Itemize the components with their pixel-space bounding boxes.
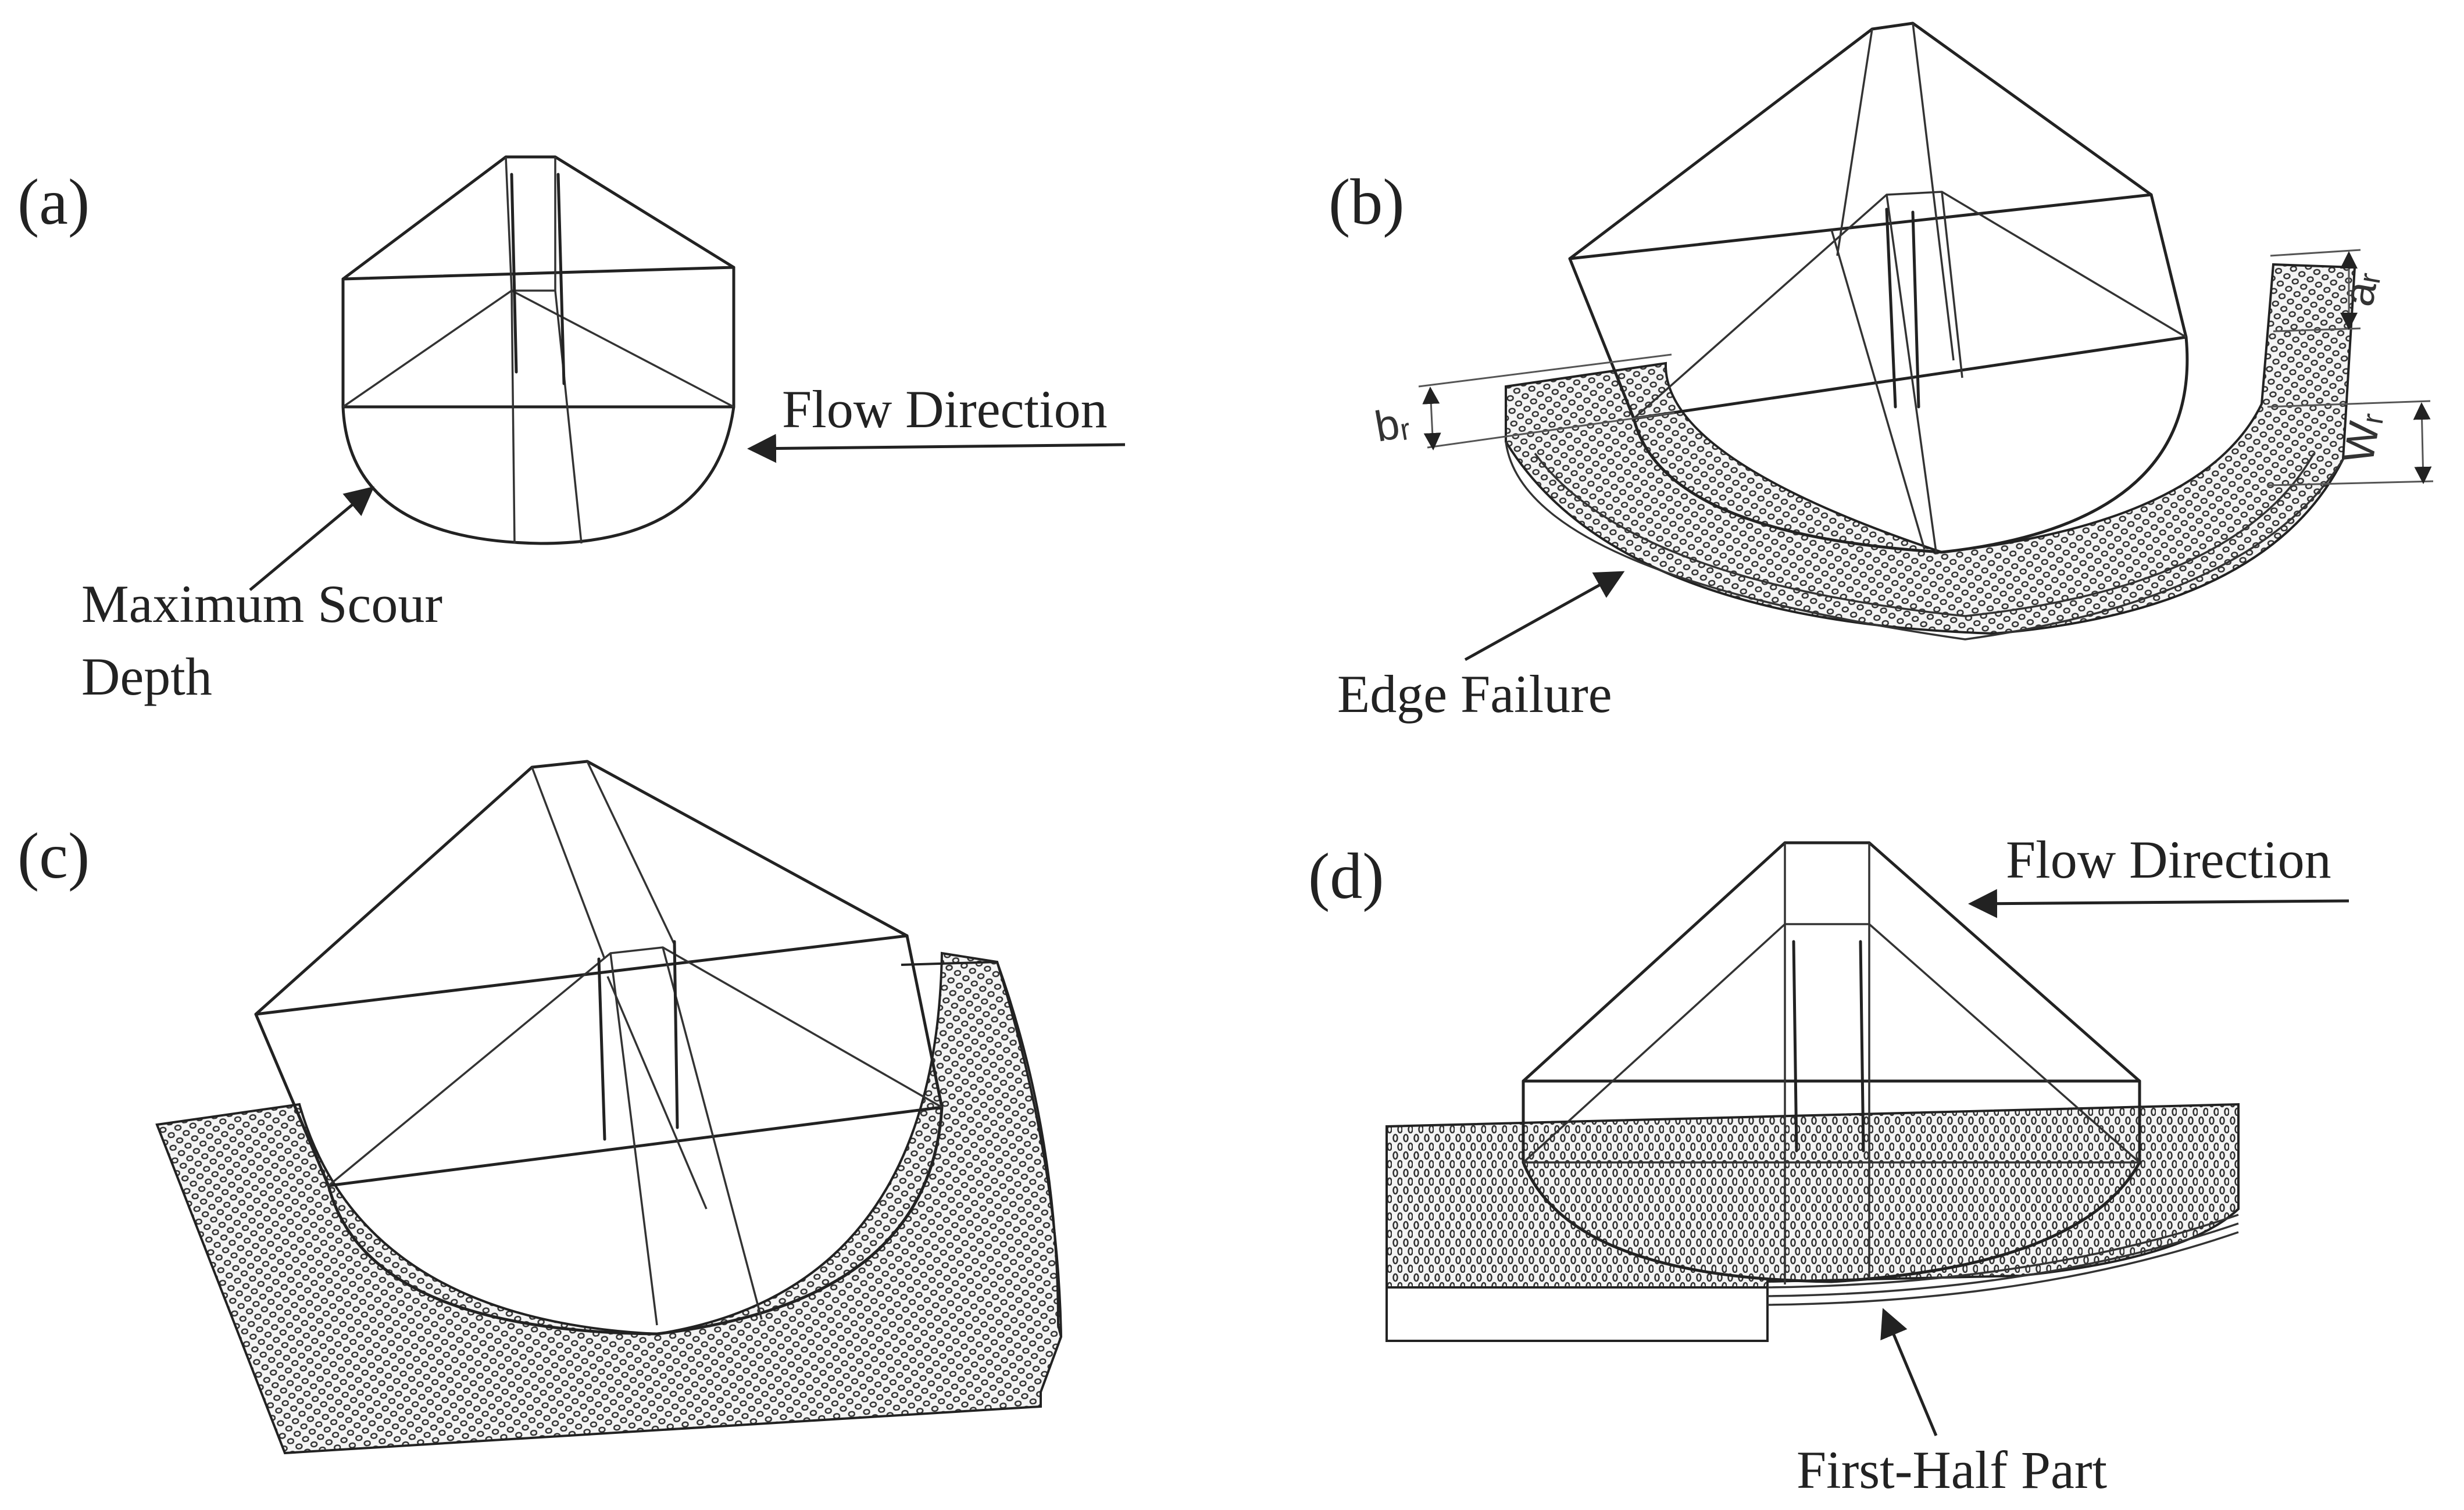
panel-b-label: (b) [1329, 166, 1405, 238]
panel-c-label: (c) [17, 820, 90, 892]
panel-d: (d) Flow Direction First-Half Part [1308, 830, 2349, 1500]
panel-a-pier [341, 155, 735, 545]
panel-a: (a) Flow Direction Maximum Scour Depth [17, 155, 1126, 706]
panel-d-pier [1522, 841, 2141, 1284]
flow-direction-label-d: Flow Direction [2006, 830, 2331, 889]
max-scour-label-line1: Maximum Scour [81, 574, 442, 634]
dim-b-label: bᵣ [1371, 398, 1413, 451]
dim-a-label: aᵣ [2334, 267, 2387, 309]
max-scour-label-line2: Depth [81, 647, 212, 706]
edge-failure-arrow [1464, 571, 1625, 661]
panel-a-label: (a) [17, 166, 90, 238]
edge-failure-label: Edge Failure [1337, 664, 1612, 724]
scour-arrow [249, 486, 374, 591]
riprap-apron-b [1505, 263, 2356, 635]
panel-b: (b) bᵣ aᵣ Wᵣ Edge Failure [1329, 22, 2434, 724]
riprap-apron-c [155, 951, 1063, 1455]
flow-arrow-a [747, 434, 1126, 463]
dim-w-label: Wᵣ [2334, 408, 2390, 467]
first-half-part-label: First-Half Part [1797, 1440, 2107, 1500]
first-half-arrow [1880, 1308, 1938, 1436]
dimensions-b: bᵣ aᵣ Wᵣ [1371, 249, 2434, 486]
flow-arrow-d [1968, 889, 2349, 918]
panel-d-label: (d) [1308, 840, 1384, 913]
panel-c: (c) [17, 760, 1063, 1455]
panel-b-pier [1568, 22, 2189, 554]
panel-c-pier [254, 760, 944, 1336]
flow-direction-label-a: Flow Direction [782, 380, 1108, 439]
